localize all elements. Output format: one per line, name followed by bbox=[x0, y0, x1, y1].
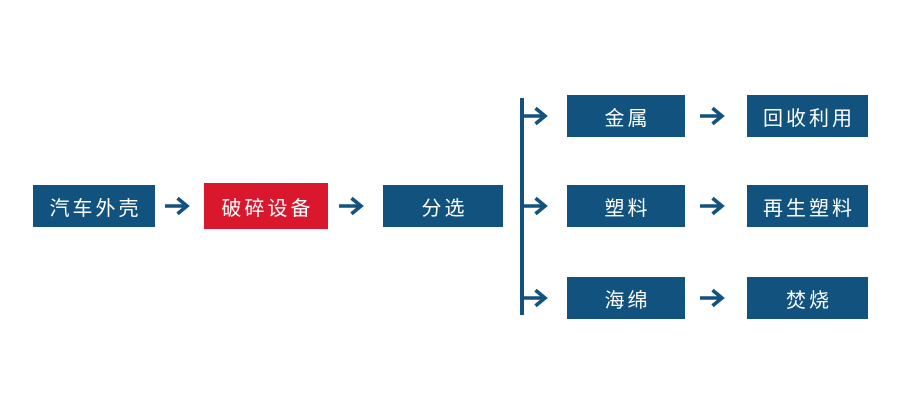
node-incineration: 焚烧 bbox=[747, 277, 868, 319]
node-recycling: 回收利用 bbox=[747, 95, 868, 137]
node-recycled-plastic: 再生塑料 bbox=[747, 185, 868, 227]
node-car-shell: 汽车外壳 bbox=[33, 185, 155, 227]
arrow-right-icon bbox=[523, 106, 548, 126]
arrow-right-icon bbox=[523, 288, 548, 308]
arrow-right-icon bbox=[165, 196, 190, 216]
node-metal: 金属 bbox=[567, 95, 685, 137]
arrow-right-icon bbox=[523, 196, 548, 216]
node-crushing-equipment: 破碎设备 bbox=[204, 183, 328, 229]
arrow-right-icon bbox=[700, 106, 725, 126]
node-sorting: 分选 bbox=[383, 185, 503, 227]
arrow-right-icon bbox=[700, 196, 725, 216]
branch-connector-line bbox=[520, 98, 524, 315]
arrow-right-icon bbox=[700, 288, 725, 308]
arrow-right-icon bbox=[339, 196, 364, 216]
node-plastic: 塑料 bbox=[567, 185, 685, 227]
node-sponge: 海绵 bbox=[567, 277, 685, 319]
